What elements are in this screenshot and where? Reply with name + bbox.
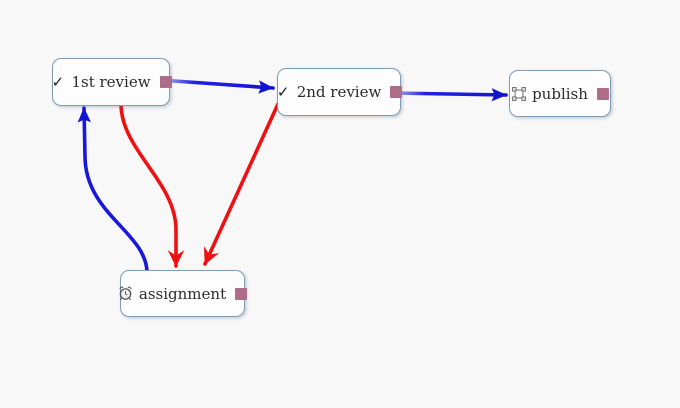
port-handle[interactable] <box>159 76 172 88</box>
assignment-to-first-review-edge[interactable] <box>77 106 149 274</box>
port-handle[interactable] <box>235 287 248 300</box>
node-second-review[interactable]: ✓ 2nd review <box>276 68 403 116</box>
port-handle[interactable] <box>390 86 403 98</box>
check-icon: ✓ <box>276 82 290 101</box>
node-label: 1st review <box>71 73 151 91</box>
node-label: publish <box>532 84 588 103</box>
first-review-to-assignment-edge[interactable] <box>119 104 185 268</box>
second-review-to-publish-edge[interactable] <box>389 88 508 102</box>
node-assignment[interactable]: assignment <box>118 270 248 317</box>
first-review-to-second-review-edge[interactable] <box>158 78 275 94</box>
alarm-clock-icon <box>118 286 133 301</box>
transform-frame-icon <box>511 86 526 101</box>
node-label: assignment <box>138 284 227 303</box>
check-icon: ✓ <box>51 72 65 91</box>
node-label: 2nd review <box>296 83 382 101</box>
second-review-to-assignment-edge[interactable] <box>203 102 280 266</box>
node-first-review[interactable]: ✓ 1st review <box>51 58 172 106</box>
node-publish[interactable]: publish <box>509 70 611 117</box>
port-handle[interactable] <box>596 87 609 100</box>
